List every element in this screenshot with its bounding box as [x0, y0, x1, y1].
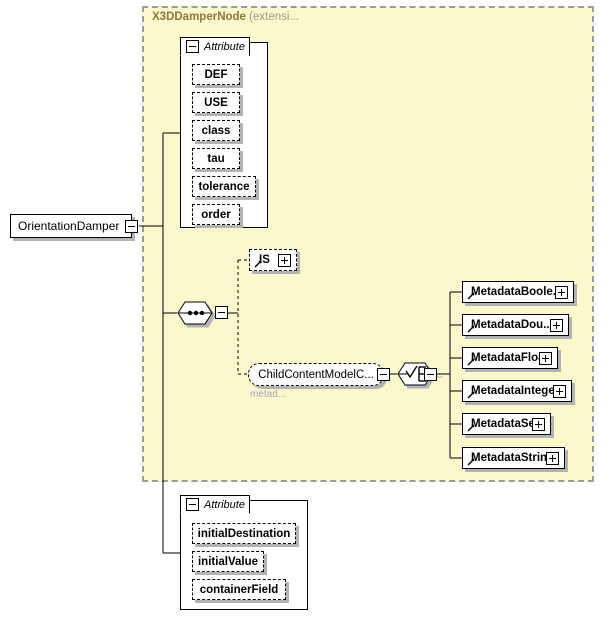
reference-arrow-icon [467, 424, 475, 432]
attribute-def[interactable]: DEF [192, 64, 240, 85]
element-metadataset[interactable]: MetadataSet [462, 413, 551, 435]
attribute-group-bottom-tab[interactable]: Attribute [180, 495, 250, 514]
attribute-class[interactable]: class [192, 120, 240, 141]
element-metadatadouble-expand-toggle-plus-icon[interactable] [550, 318, 563, 332]
group-ref-childcontentmodel-subtitle: metad... [250, 389, 287, 400]
element-metadatadouble[interactable]: MetadataDou... [462, 314, 569, 336]
element-metadatainteger[interactable]: MetadataInteger [462, 380, 572, 402]
element-metadatadouble-label: MetadataDou... [471, 319, 553, 331]
element-metadatastring-label: MetadataString [471, 452, 555, 464]
attribute-initialvalue[interactable]: initialValue [192, 551, 264, 572]
group-ref-childcontentmodel[interactable]: ChildContentModelC... [248, 363, 384, 386]
element-metadataboolean-expand-toggle-plus-icon[interactable] [555, 285, 568, 299]
element-metadataboolean-label: MetadataBoole... [471, 286, 563, 298]
attribute-group-top-toggle-minus-icon[interactable] [186, 40, 199, 53]
attribute-order[interactable]: order [192, 204, 240, 225]
reference-arrow-icon [467, 391, 475, 399]
extension-panel-title: X3DDamperNode (extensi... [152, 11, 299, 23]
element-metadatafloat-expand-toggle-plus-icon[interactable] [539, 351, 552, 365]
reference-arrow-icon [467, 358, 475, 366]
element-metadatainteger-expand-toggle-plus-icon[interactable] [553, 384, 566, 398]
attribute-group-bottom-label: Attribute [204, 498, 245, 511]
choice-connector-toggle-minus-icon[interactable] [424, 368, 437, 381]
attribute-initialdestination[interactable]: initialDestination [192, 523, 296, 544]
element-metadataset-expand-toggle-plus-icon[interactable] [532, 417, 545, 431]
group-ref-childcontentmodel-toggle-minus-icon[interactable] [377, 368, 390, 381]
root-element-label: OrientationDamper [18, 219, 120, 233]
attribute-group-top-label: Attribute [204, 40, 245, 53]
root-collapse-toggle-minus-icon[interactable] [125, 219, 138, 233]
choice-connector-icon[interactable] [397, 362, 441, 386]
element-is-label: IS [259, 254, 270, 266]
sequence-connector-toggle-minus-icon[interactable] [215, 306, 228, 319]
element-is[interactable]: IS [249, 249, 297, 271]
reference-arrow-icon [467, 325, 475, 333]
attribute-tau[interactable]: tau [192, 148, 240, 169]
element-metadatafloat[interactable]: MetadataFloat [462, 347, 558, 369]
element-metadatastring-expand-toggle-plus-icon[interactable] [546, 451, 559, 465]
element-metadataboolean[interactable]: MetadataBoole... [462, 281, 574, 303]
element-is-expand-toggle-plus-icon[interactable] [278, 253, 291, 267]
extension-panel-title-text: X3DDamperNode [152, 11, 246, 23]
reference-arrow-icon [254, 260, 262, 268]
attribute-group-top-tab[interactable]: Attribute [180, 37, 250, 56]
attribute-group-bottom-toggle-minus-icon[interactable] [186, 498, 199, 511]
element-metadatastring[interactable]: MetadataString [462, 447, 565, 469]
reference-arrow-icon [467, 292, 475, 300]
attribute-tolerance[interactable]: tolerance [192, 176, 256, 197]
element-metadatainteger-label: MetadataInteger [471, 385, 560, 397]
element-metadatafloat-label: MetadataFloat [471, 352, 549, 364]
root-element-orientationdamper[interactable]: OrientationDamper [10, 214, 138, 238]
attribute-use[interactable]: USE [192, 92, 240, 113]
sequence-connector-icon[interactable] [177, 301, 221, 325]
attribute-containerfield[interactable]: containerField [192, 579, 286, 600]
reference-arrow-icon [467, 458, 475, 466]
extension-panel-subtitle: (extensi... [249, 11, 300, 23]
element-metadataset-label: MetadataSet [471, 418, 539, 430]
